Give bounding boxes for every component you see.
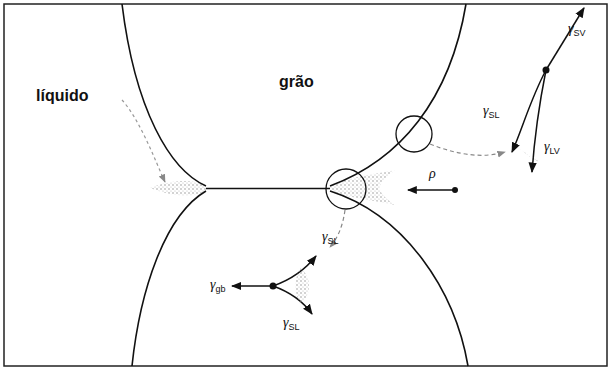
surface-energy-label: γSL [483, 104, 500, 120]
liquid-label: líquido [36, 88, 88, 104]
surface-energy-label: γSL [283, 316, 300, 332]
surface-energy-label: γSL [322, 230, 339, 246]
surface-energy-label: γgb [210, 278, 226, 294]
neck-radius-label: ρ [429, 167, 436, 181]
grain-label: grão [279, 74, 314, 90]
surface-energy-label: γSV [568, 22, 586, 38]
surface-energy-label: γLV [544, 140, 560, 156]
